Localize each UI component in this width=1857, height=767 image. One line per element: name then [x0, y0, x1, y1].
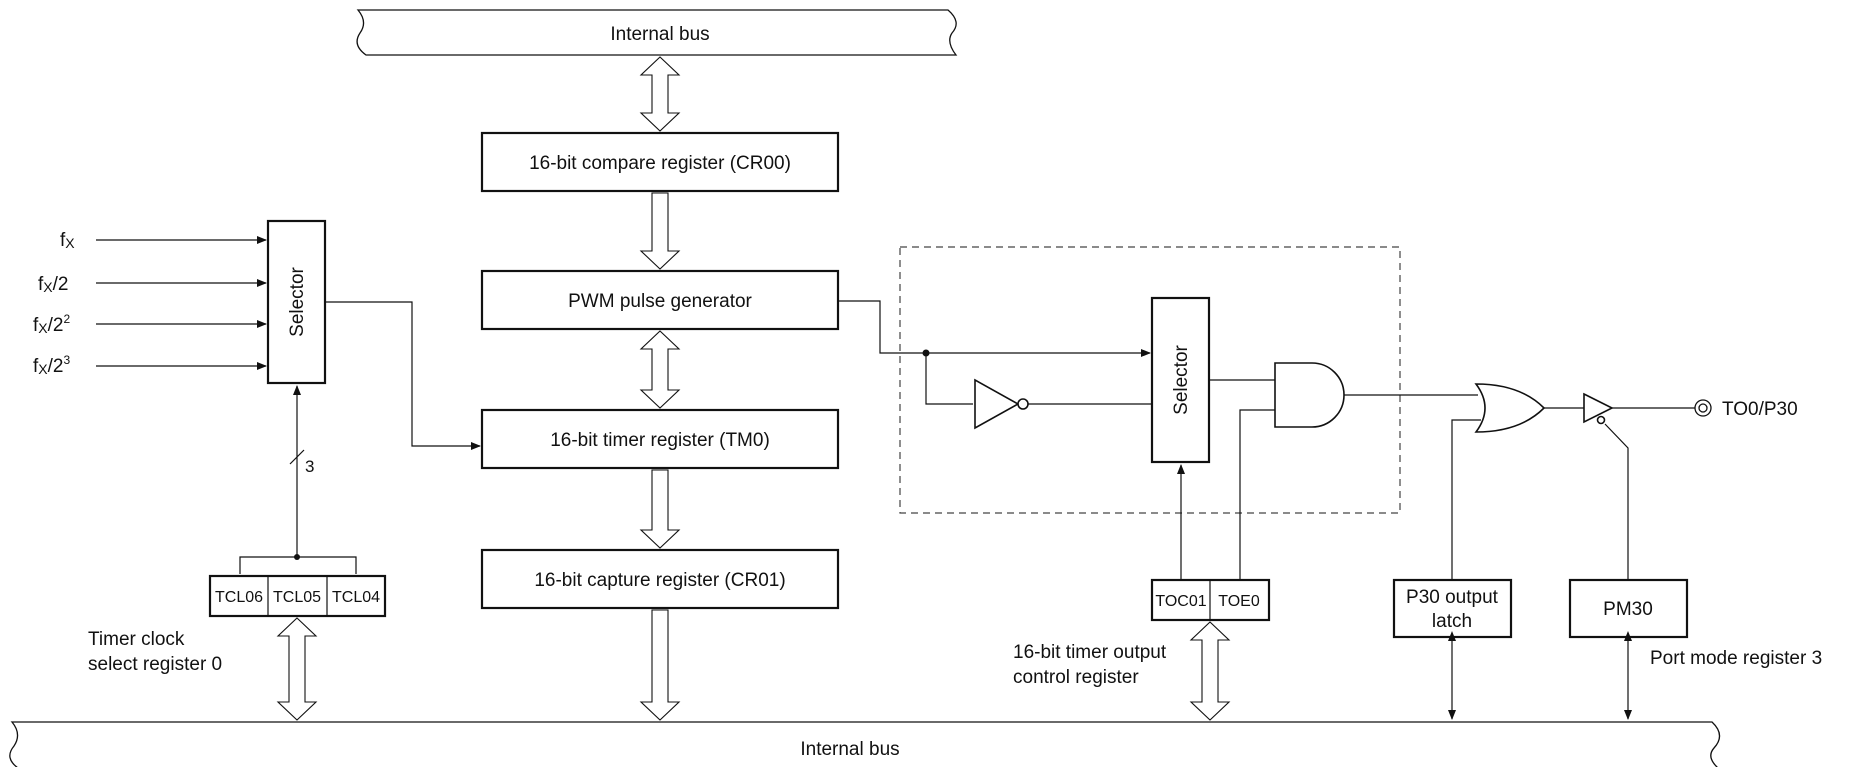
tcl-register: TCL06 TCL05 TCL04 — [208, 574, 387, 618]
timer-register-label: 16-bit timer register (TM0) — [550, 430, 770, 451]
timer-register: 16-bit timer register (TM0) — [480, 408, 840, 470]
p30-output-latch: P30 output latch — [1392, 578, 1513, 639]
bus-arrow-tm0-cr01 — [639, 469, 681, 549]
bit-width-slash — [289, 449, 305, 465]
pwm-to-selector-line — [838, 300, 1151, 357]
bus-arrow-tcl — [276, 617, 318, 721]
pm30-control-line — [1604, 423, 1629, 580]
inverter-input-line — [925, 353, 973, 405]
toe0-bit: TOE0 — [1218, 593, 1260, 610]
bottom-internal-bus: Internal bus — [9, 721, 1721, 767]
pwm-label: PWM pulse generator — [568, 291, 752, 312]
pwm-pulse-generator: PWM pulse generator — [480, 269, 840, 331]
top-internal-bus: Internal bus — [356, 9, 958, 56]
clock-input-fx-4: fX/22 — [33, 312, 70, 336]
clock-input-fx-2: fX/2 — [38, 274, 68, 295]
output-buffer — [1583, 392, 1614, 425]
and-gate — [1274, 362, 1345, 428]
toe0-to-and-line — [1239, 409, 1275, 580]
output-pin-icon — [1694, 399, 1712, 417]
bus-arrows — [276, 56, 1231, 721]
pm30-register: PM30 — [1568, 578, 1689, 639]
bus-arrow-cr01-bus — [639, 609, 681, 721]
bus-arrow-cr00-pwm — [639, 192, 681, 270]
selector-to-timer-line — [325, 301, 481, 450]
output-selector: Selector — [1150, 296, 1211, 464]
junction-dot — [294, 554, 300, 560]
clock-selector-label: Selector — [287, 266, 308, 336]
toc-caption-line2: control register — [1013, 667, 1139, 688]
output-pin-label: TO0/P30 — [1722, 399, 1798, 420]
compare-register: 16-bit compare register (CR00) — [480, 131, 840, 193]
toc-caption-line1: 16-bit timer output — [1013, 642, 1167, 663]
bus-arrow-pwm-tm0 — [639, 330, 681, 409]
bit-width-label: 3 — [305, 457, 314, 476]
clock-input-fx: fX — [60, 230, 75, 251]
tcl04-bit: TCL04 — [332, 589, 380, 606]
tcl-caption-line1: Timer clock — [88, 629, 185, 650]
top-bus-label: Internal bus — [610, 24, 709, 45]
bottom-bus-label: Internal bus — [800, 739, 899, 760]
pm30-label: PM30 — [1603, 599, 1653, 620]
compare-register-label: 16-bit compare register (CR00) — [529, 153, 791, 174]
capture-register: 16-bit capture register (CR01) — [480, 548, 840, 610]
output-control-frame — [899, 246, 1401, 514]
tcl-caption-line2: select register 0 — [88, 654, 222, 675]
latch-to-or-line — [1451, 419, 1481, 580]
or-gate — [1474, 383, 1546, 433]
tcl05-bit: TCL05 — [273, 589, 321, 606]
bus-arrow-toc — [1189, 621, 1231, 721]
toc01-bit: TOC01 — [1155, 593, 1206, 610]
latch-line2: latch — [1432, 611, 1472, 632]
toc-register: TOC01 TOE0 — [1150, 578, 1271, 622]
latch-line1: P30 output — [1406, 587, 1499, 608]
clock-inputs: fX fX/2 fX/22 fX/23 — [33, 230, 267, 377]
capture-register-label: 16-bit capture register (CR01) — [534, 570, 785, 591]
inverter — [974, 378, 1029, 430]
clock-selector: Selector — [266, 219, 327, 385]
clock-input-fx-8: fX/23 — [33, 353, 70, 377]
bus-arrow-top — [639, 56, 681, 132]
output-selector-label: Selector — [1171, 344, 1192, 414]
tcl06-bit: TCL06 — [215, 589, 263, 606]
pm30-caption: Port mode register 3 — [1650, 648, 1822, 669]
